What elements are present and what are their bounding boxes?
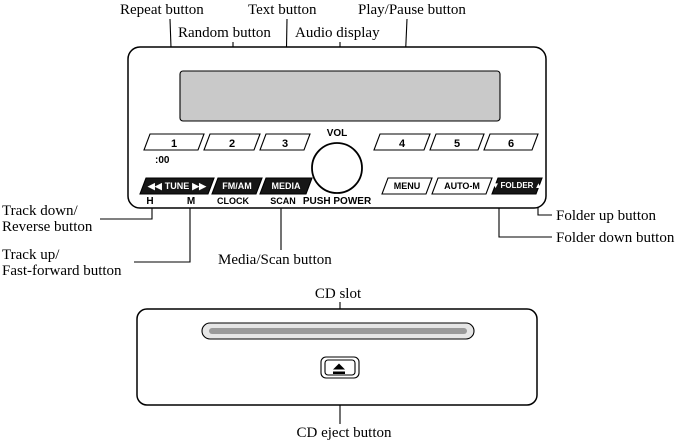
preset-button-5-label: 5 xyxy=(454,138,460,150)
auto-m-button xyxy=(431,177,493,195)
eject-icon xyxy=(333,363,345,374)
media-button xyxy=(259,177,313,195)
callout-track-up-line2: Fast-forward button xyxy=(2,263,122,279)
preset-sub-label: :00 xyxy=(155,155,170,166)
cd-unit xyxy=(136,308,538,406)
callout-cd-slot: CD slot xyxy=(315,286,362,302)
cd-slot-opening xyxy=(209,328,467,334)
callout-audio-display: Audio display xyxy=(295,25,380,41)
clock-label: CLOCK xyxy=(217,196,249,206)
push-power-label: PUSH POWER xyxy=(303,196,372,207)
tune-sub-m-label: M xyxy=(187,196,195,207)
tune-label: TUNE xyxy=(165,181,190,191)
fm-am-button xyxy=(211,177,263,195)
preset-button-4-label: 4 xyxy=(399,138,406,150)
preset-button-6 xyxy=(483,133,539,151)
folder-label: FOLDER xyxy=(501,181,534,190)
preset-button-4 xyxy=(373,133,431,151)
preset-button-2-label: 2 xyxy=(229,138,235,150)
callout-media-scan-button: Media/Scan button xyxy=(218,252,332,268)
audio-display xyxy=(179,70,501,122)
callout-labels: Repeat button Text button Play/Pause but… xyxy=(2,2,675,441)
tune-sub-h-label: H xyxy=(146,196,153,207)
tune-button xyxy=(139,177,215,195)
callout-track-up-line1: Track up/ xyxy=(2,247,60,263)
leader-track-down xyxy=(100,206,153,220)
folder-button-label: ▼FOLDER▲ xyxy=(492,181,543,190)
preset-button-5 xyxy=(429,133,485,151)
folder-button xyxy=(491,177,543,195)
menu-button-label: MENU xyxy=(394,181,421,191)
auto-m-button-label: AUTO-M xyxy=(444,181,480,191)
leader-track-up xyxy=(134,206,191,263)
fm-am-button-label: FM/AM xyxy=(222,181,252,191)
callout-folder-up-button: Folder up button xyxy=(556,208,656,224)
vol-label: VOL xyxy=(327,128,348,139)
scan-label: SCAN xyxy=(270,196,296,206)
head-unit: 1 2 3 :00 4 5 6 VOL PUSH POWER ◀◀TUNE▶▶ … xyxy=(127,46,547,209)
skip-back-icon: ◀◀ xyxy=(147,181,163,191)
preset-button-2 xyxy=(203,133,261,151)
callout-track-down-line1: Track down/ xyxy=(2,203,79,219)
preset-button-1-label: 1 xyxy=(171,138,177,150)
callout-track-down-line2: Reverse button xyxy=(2,219,93,235)
callout-text-button: Text button xyxy=(248,2,317,18)
media-button-label: MEDIA xyxy=(272,181,302,191)
callout-folder-down-button: Folder down button xyxy=(556,230,675,246)
preset-button-3 xyxy=(259,133,311,151)
callout-play-pause-button: Play/Pause button xyxy=(358,2,466,18)
callout-repeat-button: Repeat button xyxy=(120,2,204,18)
preset-button-1 xyxy=(143,133,205,151)
preset-button-3-label: 3 xyxy=(282,138,288,150)
menu-button xyxy=(381,177,433,195)
preset-button-6-label: 6 xyxy=(508,138,514,150)
callout-cd-eject-button: CD eject button xyxy=(297,425,392,441)
leader-folder-down xyxy=(498,196,552,238)
folder-down-icon: ▼ xyxy=(492,181,500,190)
callout-random-button: Random button xyxy=(178,25,271,41)
volume-knob xyxy=(311,142,363,194)
folder-up-icon: ▲ xyxy=(534,181,542,190)
skip-forward-icon: ▶▶ xyxy=(191,181,207,191)
tune-button-label: ◀◀TUNE▶▶ xyxy=(147,181,207,191)
